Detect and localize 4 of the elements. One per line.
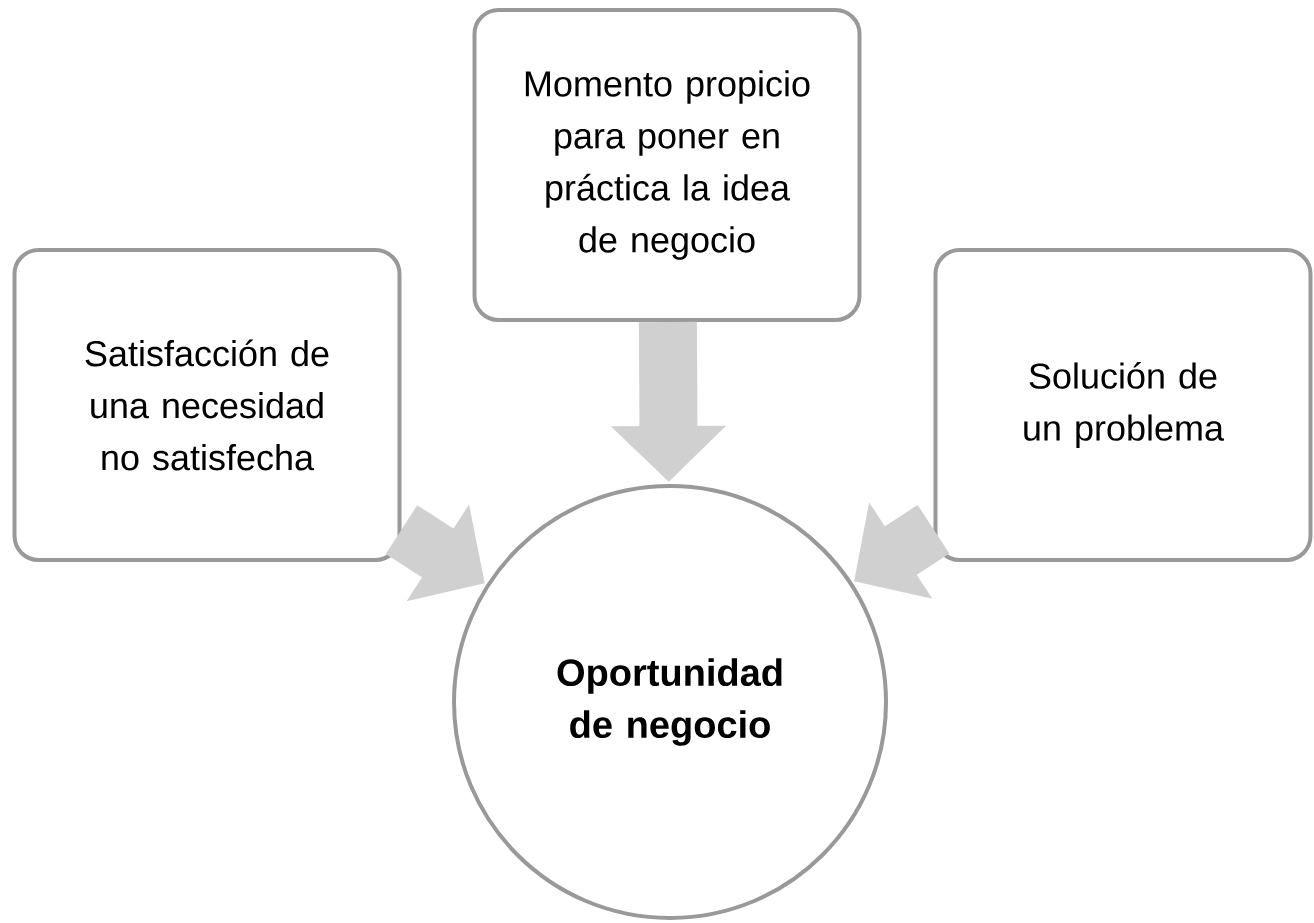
circle-node: Oportunidad de negocio (452, 484, 888, 920)
text-box: Solución de un problema (933, 248, 1313, 562)
text-box: Momento propicio para poner en práctica la idea de negocio (472, 8, 862, 322)
text-box: Satisfacción de una necesidad no satisfecha (12, 248, 402, 562)
